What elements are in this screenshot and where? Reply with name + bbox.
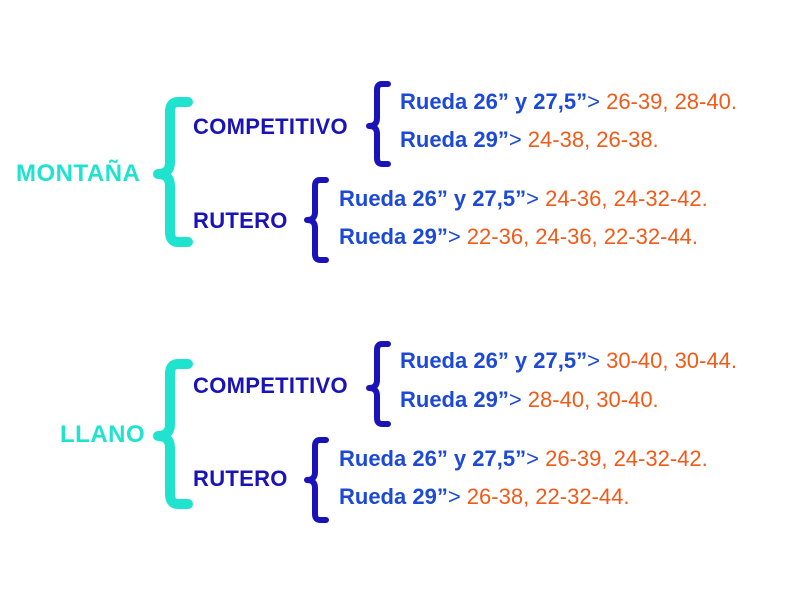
chainring-values: 30-40, 30-44.: [599, 348, 737, 373]
chainring-values: 26-39, 28-40.: [599, 89, 737, 114]
chainring-values: 26-38, 22-32-44.: [460, 484, 630, 509]
list-item: Rueda 26” y 27,5”> 24-36, 24-32-42.: [339, 186, 708, 212]
chainring-values: 24-38, 26-38.: [521, 127, 659, 152]
chainring-values: 26-39, 24-32-42.: [538, 446, 708, 471]
brace-llano: [153, 359, 193, 509]
brace-llano-rutero: [304, 437, 329, 523]
arrow-glyph: >: [526, 186, 539, 211]
root-label-montana: MONTAÑA: [16, 160, 141, 187]
list-item: Rueda 26” y 27,5”> 26-39, 28-40.: [400, 89, 737, 115]
wheel-label: Rueda 26” y 27,5”: [339, 446, 527, 471]
category-label-rutero: RUTERO: [193, 208, 288, 233]
wheel-label: Rueda 26” y 27,5”: [339, 186, 527, 211]
arrow-glyph: >: [447, 484, 461, 509]
list-item: Rueda 26” y 27,5”> 26-39, 24-32-42.: [339, 446, 708, 472]
category-label-competitivo: COMPETITIVO: [193, 373, 348, 398]
brace-montana-competitivo: [366, 81, 391, 167]
brace-llano-competitivo: [366, 341, 391, 427]
category-label-rutero: RUTERO: [193, 466, 288, 491]
root-label-llano: LLANO: [60, 421, 146, 448]
list-item: Rueda 29”> 24-38, 26-38.: [400, 127, 659, 153]
arrow-glyph: >: [587, 348, 600, 373]
arrow-glyph: >: [447, 224, 461, 249]
category-label-competitivo: COMPETITIVO: [193, 114, 348, 139]
arrow-glyph: >: [587, 89, 600, 114]
wheel-label: Rueda 26” y 27,5”: [400, 89, 588, 114]
list-item: Rueda 26” y 27,5”> 30-40, 30-44.: [400, 348, 737, 374]
brace-montana: [153, 97, 193, 247]
list-item: Rueda 29”> 26-38, 22-32-44.: [339, 484, 629, 510]
wheel-label: Rueda 29”: [339, 484, 448, 509]
chainring-values: 24-36, 24-32-42.: [538, 186, 708, 211]
wheel-label: Rueda 29”: [400, 387, 509, 412]
list-item: Rueda 29”> 22-36, 24-36, 22-32-44.: [339, 224, 698, 250]
arrow-glyph: >: [508, 127, 522, 152]
brace-montana-rutero: [304, 177, 329, 263]
chainring-values: 22-36, 24-36, 22-32-44.: [460, 224, 698, 249]
list-item: Rueda 29”> 28-40, 30-40.: [400, 387, 659, 413]
wheel-label: Rueda 26” y 27,5”: [400, 348, 588, 373]
chainring-values: 28-40, 30-40.: [521, 387, 659, 412]
arrow-glyph: >: [526, 446, 539, 471]
wheel-label: Rueda 29”: [400, 127, 509, 152]
arrow-glyph: >: [508, 387, 522, 412]
wheel-label: Rueda 29”: [339, 224, 448, 249]
